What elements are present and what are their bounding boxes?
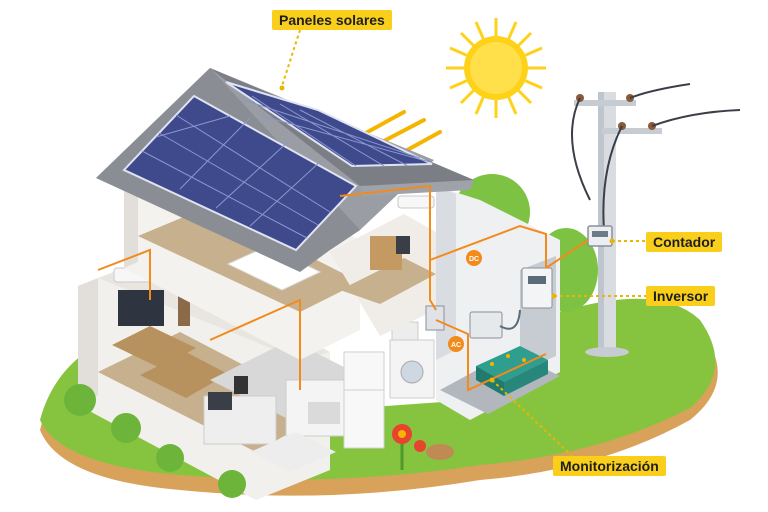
laundry — [389, 321, 435, 399]
leader-lines — [279, 29, 646, 457]
svg-text:DC: DC — [469, 256, 479, 263]
label-inverter: Inversor — [646, 286, 716, 306]
utility-pole — [571, 83, 741, 357]
rock — [426, 444, 454, 460]
solar-panels — [122, 81, 433, 252]
flowers — [392, 424, 426, 470]
svg-text:AC: AC — [451, 342, 461, 349]
electric-meter — [587, 225, 613, 247]
inverter-unit — [469, 309, 521, 339]
wiring — [97, 184, 589, 392]
label-monitoring: Monitorización — [553, 456, 666, 476]
label-meter: Contador — [646, 232, 723, 252]
ac-badge: AC — [448, 336, 464, 352]
bushes — [64, 384, 246, 498]
sun-icon — [446, 18, 546, 118]
dc-badge: DC — [466, 250, 482, 266]
label-solar-panels: Paneles solares — [272, 10, 392, 30]
kitchen — [203, 340, 385, 472]
